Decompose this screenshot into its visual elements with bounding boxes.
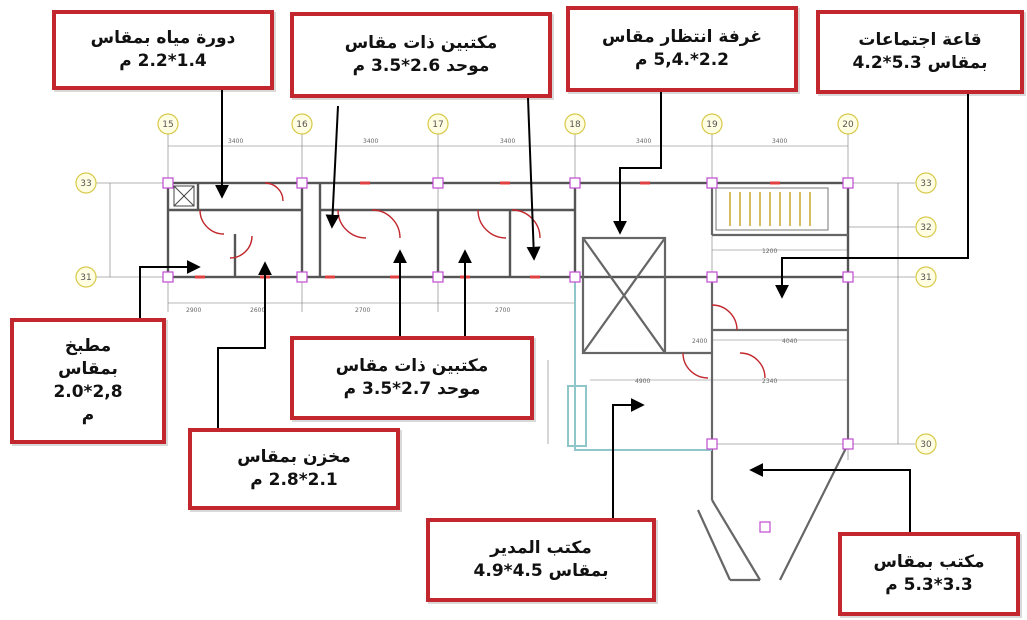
callout-title: مكتب بمقاس: [873, 552, 985, 573]
callout-title: مطبخ: [64, 336, 112, 357]
dim-text: 1200: [762, 248, 777, 255]
callout-title: غرفة انتظار مقاس: [602, 27, 762, 48]
staircase: [715, 187, 829, 231]
callout-double-office-bottom: مكتبين ذات مقاس موحد 2.7*3.5 م: [290, 336, 534, 420]
grid-label-row: 30: [920, 440, 932, 450]
callout-size: 3.3*5.3 م: [885, 575, 973, 595]
callout-title: مكتبين ذات مقاس: [335, 356, 489, 377]
callout-kitchen: مطبخ بمقاس 2.0*2,8 م: [10, 318, 166, 444]
callout-office: مكتب بمقاس 3.3*5.3 م: [838, 532, 1020, 616]
dim-text: 2400: [692, 338, 707, 345]
callout-size: 2.1*2.8 م: [250, 470, 338, 490]
grid-label-row: 31: [920, 273, 931, 283]
grid-label-row: 32: [920, 223, 931, 233]
grid-label-row: 33: [920, 179, 931, 189]
dim-text: 4900: [635, 378, 650, 385]
dim-text: 3400: [500, 138, 515, 145]
callout-manager-office: مكتب المدير بمقاس 4.5*4.9: [426, 518, 656, 602]
grid-bubbles: [75, 113, 937, 455]
callout-size: موحد 2.7*3.5 م: [343, 379, 481, 399]
grid-label-row: 31: [80, 273, 91, 283]
callout-subtitle: بمقاس: [58, 359, 118, 380]
callout-size: 2.2*.5,4 م: [635, 50, 729, 70]
dim-text: 2340: [762, 378, 777, 385]
dim-text: 2700: [495, 307, 510, 314]
callout-size: بمقاس 5.3*4.2: [852, 53, 988, 73]
grid-bubble-labels: 15 16 17 18 19 20 33 31 33 32 31 30: [80, 120, 932, 450]
callout-title: مكتب المدير: [490, 538, 592, 559]
leader-lines: [139, 90, 969, 535]
callout-title: قاعة اجتماعات: [858, 30, 982, 51]
grid-label-row: 33: [80, 179, 91, 189]
grid-label-col: 18: [569, 120, 581, 130]
grid-label-col: 15: [162, 120, 173, 130]
grid-label-col: 16: [296, 120, 308, 130]
callout-size: موحد 2.6*3.5 م: [352, 56, 490, 76]
bathroom-fixture: [173, 185, 195, 207]
callout-storage: مخزن بمقاس 2.1*2.8 م: [188, 428, 400, 510]
door-swings: [199, 182, 766, 379]
callout-title: دورة مياه بمقاس: [90, 28, 236, 49]
structural-columns: [162, 177, 854, 533]
callout-size: 1.4*2.2 م: [119, 51, 207, 71]
dim-text: 3400: [636, 138, 651, 145]
grid-label-col: 17: [432, 120, 443, 130]
dimension-texts: 3400 3400 3400 3400 3400 2900 2600 2700 …: [186, 138, 797, 385]
dimension-lines: [109, 145, 899, 444]
callout-title: مخزن بمقاس: [237, 447, 351, 468]
dim-text: 4040: [782, 338, 797, 345]
callout-size: بمقاس 4.5*4.9: [473, 561, 609, 581]
callout-unit: م: [81, 404, 95, 425]
grid-label-col: 19: [706, 120, 718, 130]
callout-bathroom: دورة مياه بمقاس 1.4*2.2 م: [52, 10, 274, 90]
dim-text: 3400: [772, 138, 787, 145]
dim-text: 3400: [363, 138, 378, 145]
dim-text: 2900: [186, 307, 201, 314]
callout-double-office-top: مكتبين ذات مقاس موحد 2.6*3.5 م: [290, 12, 552, 98]
callout-waiting-room: غرفة انتظار مقاس 2.2*.5,4 م: [566, 6, 798, 92]
callout-meeting-room: قاعة اجتماعات بمقاس 5.3*4.2: [816, 10, 1024, 94]
dim-text: 2600: [250, 307, 265, 314]
walls-east: [581, 183, 850, 582]
callout-size: 2.0*2,8: [53, 382, 123, 402]
callout-title: مكتبين ذات مقاس: [344, 33, 498, 54]
dim-text: 3400: [228, 138, 243, 145]
walls-light: [567, 277, 712, 451]
grid-label-col: 20: [842, 120, 854, 130]
dim-text: 2700: [355, 307, 370, 314]
